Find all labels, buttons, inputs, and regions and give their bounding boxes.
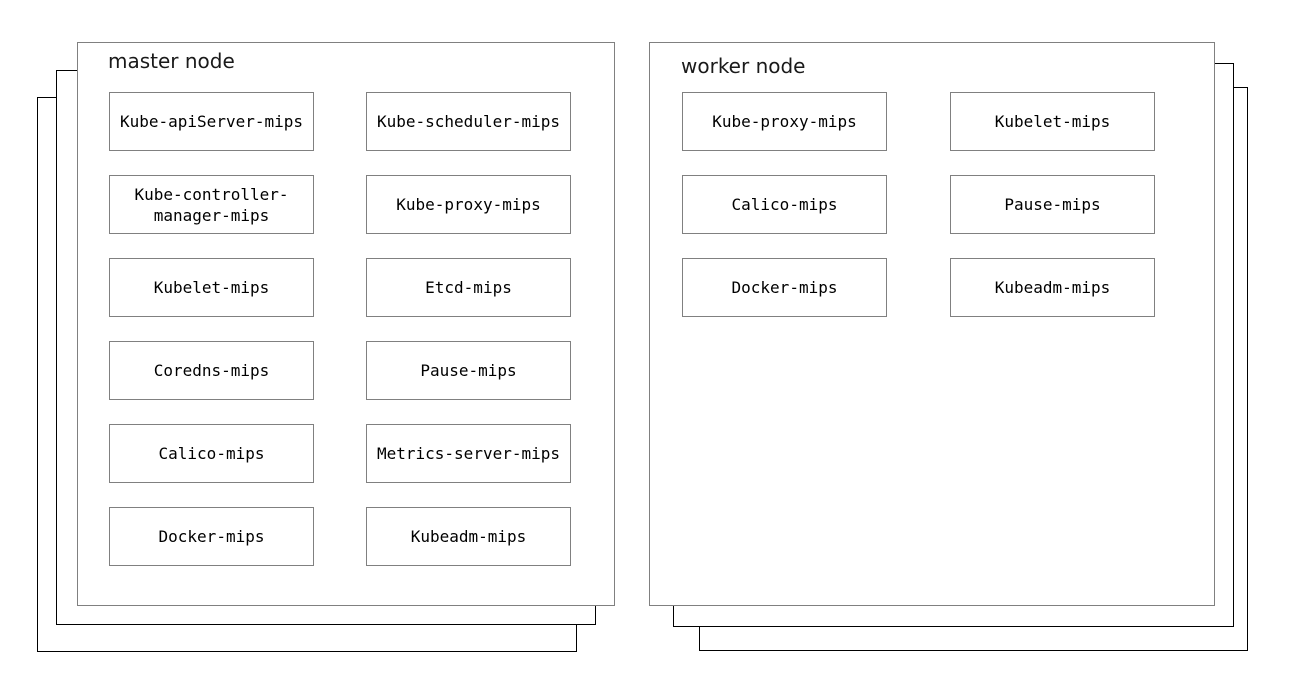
component-label: Kubeadm-mips <box>994 278 1111 297</box>
component-label: Kube-proxy-mips <box>712 112 857 131</box>
component-box-metrics-server-mips[interactable]: Metrics-server-mips <box>366 424 571 483</box>
component-label: Etcd-mips <box>425 278 512 297</box>
component-box-kube-apiserver-mips[interactable]: Kube-apiServer-mips <box>109 92 314 151</box>
component-label: Docker-mips <box>731 278 838 297</box>
component-label: Docker-mips <box>158 527 265 546</box>
component-label: Kube-apiServer-mips <box>119 112 304 131</box>
component-label: Metrics-server-mips <box>376 444 561 463</box>
component-label: Kube-proxy-mips <box>396 195 541 214</box>
component-box-pause-mips[interactable]: Pause-mips <box>950 175 1155 234</box>
component-label: Calico-mips <box>731 195 838 214</box>
component-box-calico-mips[interactable]: Calico-mips <box>109 424 314 483</box>
component-box-coredns-mips[interactable]: Coredns-mips <box>109 341 314 400</box>
component-label: Pause-mips <box>1004 195 1101 214</box>
component-label: Kube-scheduler-mips <box>376 112 561 131</box>
component-box-kubelet-mips[interactable]: Kubelet-mips <box>109 258 314 317</box>
component-box-etcd-mips[interactable]: Etcd-mips <box>366 258 571 317</box>
component-label: Coredns-mips <box>153 361 270 380</box>
component-box-kube-scheduler-mips[interactable]: Kube-scheduler-mips <box>366 92 571 151</box>
component-label: Calico-mips <box>158 444 265 463</box>
component-box-kubeadm-mips[interactable]: Kubeadm-mips <box>366 507 571 566</box>
component-box-docker-mips[interactable]: Docker-mips <box>109 507 314 566</box>
component-box-docker-mips[interactable]: Docker-mips <box>682 258 887 317</box>
component-box-kubeadm-mips[interactable]: Kubeadm-mips <box>950 258 1155 317</box>
component-box-kube-controller-manager-mips[interactable]: Kube-controller-manager-mips <box>109 175 314 234</box>
component-label: Kubeadm-mips <box>410 527 527 546</box>
worker-node-title: worker node <box>681 54 806 78</box>
component-box-calico-mips[interactable]: Calico-mips <box>682 175 887 234</box>
component-label: Kubelet-mips <box>153 278 270 297</box>
master-node-title: master node <box>108 49 235 73</box>
component-box-kube-proxy-mips[interactable]: Kube-proxy-mips <box>682 92 887 151</box>
component-box-kube-proxy-mips[interactable]: Kube-proxy-mips <box>366 175 571 234</box>
component-label: Kubelet-mips <box>994 112 1111 131</box>
component-label: Pause-mips <box>420 361 517 380</box>
component-box-pause-mips[interactable]: Pause-mips <box>366 341 571 400</box>
component-label: Kube-controller-manager-mips <box>134 184 289 225</box>
component-box-kubelet-mips[interactable]: Kubelet-mips <box>950 92 1155 151</box>
